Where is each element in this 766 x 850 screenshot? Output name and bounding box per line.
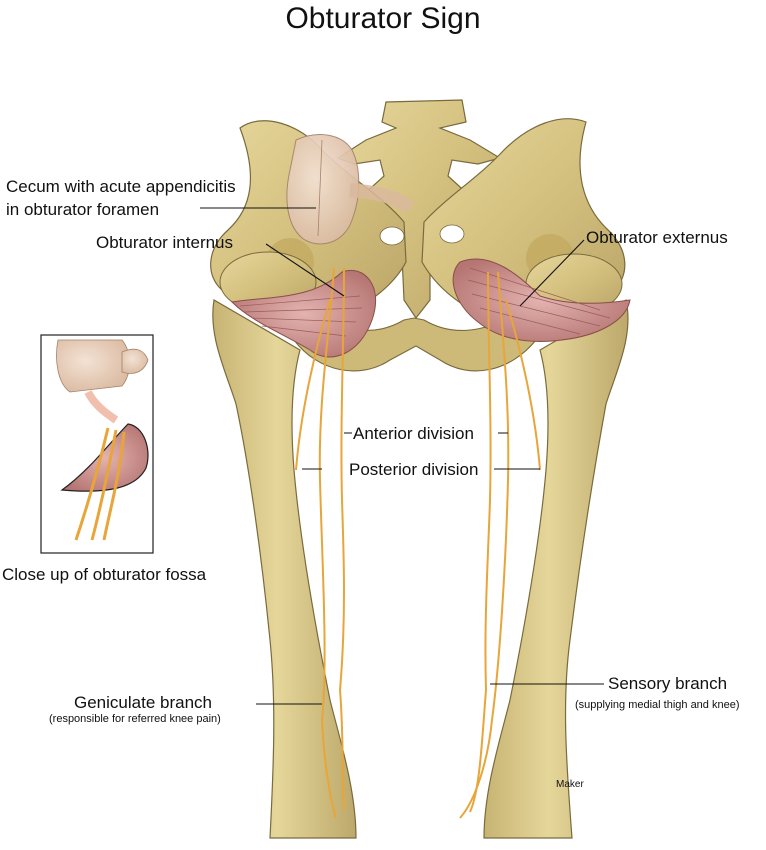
label-close-up: Close up of obturator fossa — [2, 565, 207, 584]
label-sensory-note: (supplying medial thigh and knee) — [575, 699, 740, 711]
obturator-nerves — [295, 267, 541, 819]
close-up-inset — [40, 334, 154, 554]
leader-lines — [200, 207, 604, 705]
obturator-externus-muscle — [452, 258, 631, 342]
obturator-internus-muscle — [230, 269, 377, 358]
label-geniculate-branch: Geniculate branch — [74, 693, 212, 712]
label-sensory-branch: Sensory branch — [608, 674, 728, 693]
label-geniculate-note: (responsible for referred knee pain) — [49, 713, 221, 725]
label-anterior-division: Anterior division — [353, 424, 474, 443]
label-cecum-line1: Cecum with acute appendicitis — [6, 177, 236, 196]
label-obturator-externus: Obturator externus — [586, 228, 728, 247]
label-cecum-line2: in obturator foramen — [6, 200, 160, 219]
cecum — [286, 134, 415, 245]
label-posterior-division: Posterior division — [349, 460, 479, 479]
label-obturator-internus: Obturator internus — [96, 233, 234, 252]
page-title: Obturator Sign — [285, 2, 481, 35]
right-femur — [483, 299, 629, 839]
label-maker: Maker — [556, 779, 584, 790]
left-femur — [212, 299, 357, 839]
